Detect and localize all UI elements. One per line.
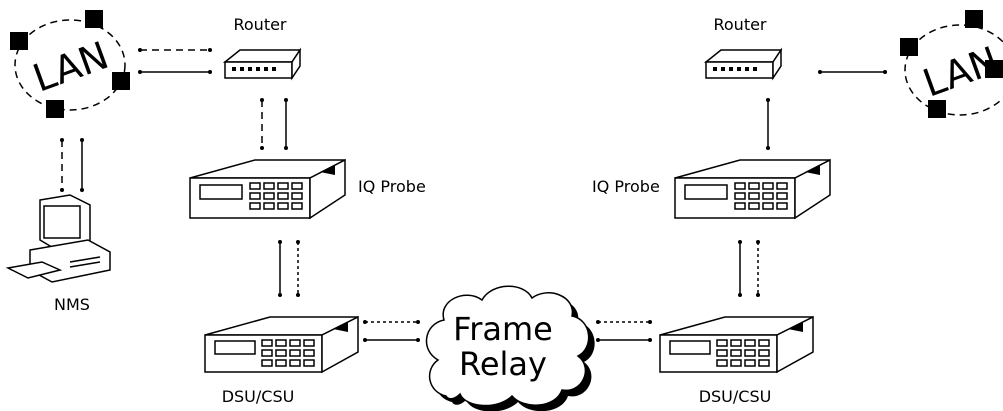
connections	[60, 48, 887, 342]
lan-node-square	[985, 60, 1003, 78]
iq-probe-left-label: IQ Probe	[358, 177, 426, 196]
lan-left-ring	[14, 19, 126, 111]
iq-probe-right-label: IQ Probe	[592, 177, 660, 196]
dsu-csu-right: DSU/CSU	[659, 315, 814, 406]
router-left-label: Router	[233, 15, 286, 34]
frame-relay-cloud: Frame Relay	[425, 285, 595, 411]
dsu-csu-right-label: DSU/CSU	[699, 387, 772, 406]
cloud-label-line2: Relay	[459, 345, 547, 383]
lan-node-square	[10, 32, 28, 50]
lan-node-square	[85, 10, 103, 28]
router-right: Router	[703, 15, 783, 81]
lan-node-square	[928, 100, 946, 118]
router-right-label: Router	[713, 15, 766, 34]
nms-label: NMS	[54, 295, 90, 314]
lan-node-square	[900, 38, 918, 56]
router-left: Router	[222, 15, 302, 81]
nms-computer: NMS	[5, 194, 111, 314]
lan-node-square	[965, 10, 983, 28]
lan-node-square	[46, 100, 64, 118]
lan-right-ring	[904, 24, 1003, 116]
lan-node-square	[112, 72, 130, 90]
lan-right: LAN	[900, 10, 1003, 118]
lan-left: LAN	[10, 10, 130, 118]
lan-left-label: LAN	[27, 33, 114, 101]
dsu-csu-left: DSU/CSU	[204, 315, 359, 406]
iq-probe-right: IQ Probe	[592, 158, 831, 220]
iq-probe-left: IQ Probe	[189, 158, 426, 220]
cloud-label-line1: Frame	[453, 310, 553, 348]
dsu-csu-left-label: DSU/CSU	[222, 387, 295, 406]
